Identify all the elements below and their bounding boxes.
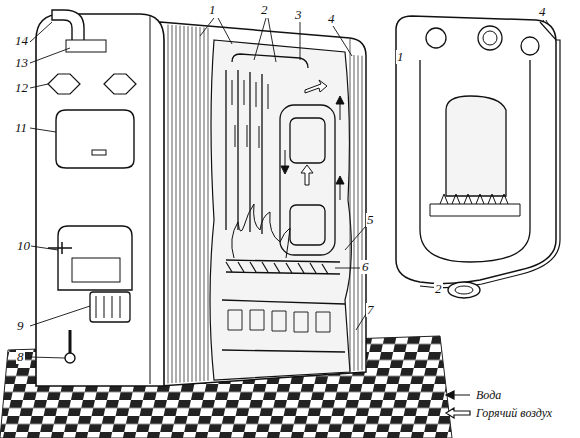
section-line bbox=[200, 27, 201, 381]
section-line bbox=[168, 25, 169, 384]
section-line bbox=[192, 26, 193, 381]
section-line bbox=[350, 39, 351, 371]
section-lines bbox=[350, 39, 362, 371]
flames bbox=[232, 204, 290, 258]
callout-number: 2 bbox=[434, 282, 443, 296]
callout-number: 11 bbox=[14, 121, 28, 135]
callout-number: 6 bbox=[361, 260, 370, 274]
water-channels bbox=[222, 54, 345, 352]
legend-sample bbox=[444, 389, 472, 401]
section-line bbox=[184, 26, 185, 383]
loading-door bbox=[56, 110, 134, 168]
callout-number: 1 bbox=[396, 50, 405, 64]
section-line bbox=[358, 55, 359, 370]
section-line bbox=[196, 27, 197, 382]
callout-number: 12 bbox=[14, 81, 29, 95]
drain-pipe bbox=[69, 330, 72, 356]
callout-number: 7 bbox=[366, 303, 375, 317]
grate-shaker bbox=[90, 292, 130, 322]
callout-number: 13 bbox=[14, 56, 29, 70]
section-line bbox=[176, 25, 177, 383]
callout-number: 4 bbox=[327, 12, 336, 26]
front-panel bbox=[36, 14, 164, 386]
callout-number: 3 bbox=[294, 8, 303, 22]
callout-number: 8 bbox=[16, 350, 25, 364]
cleaning-plate bbox=[48, 74, 80, 94]
callout-number: 1 bbox=[208, 3, 217, 17]
callout-number: 10 bbox=[16, 239, 31, 253]
door-latch bbox=[48, 242, 72, 254]
air-damper bbox=[72, 258, 120, 282]
callout-number: 9 bbox=[16, 319, 25, 333]
flow-arrows bbox=[281, 96, 344, 200]
air-arrows bbox=[301, 80, 327, 185]
callout-number: 2 bbox=[260, 3, 269, 17]
shaker-teeth bbox=[96, 296, 120, 318]
section-line bbox=[204, 27, 205, 381]
section-line bbox=[362, 56, 363, 371]
panel-edge bbox=[150, 16, 151, 384]
callout-number: 5 bbox=[366, 213, 375, 227]
section-line bbox=[172, 25, 173, 383]
callout-number: 4 bbox=[538, 5, 547, 19]
legend-text: Вода bbox=[476, 388, 501, 402]
ash-door bbox=[58, 226, 132, 290]
flue-pipe bbox=[52, 10, 84, 42]
cutaway bbox=[210, 40, 351, 380]
section-line bbox=[188, 26, 189, 382]
flue-flange bbox=[66, 40, 106, 52]
cleaning-plate bbox=[104, 74, 136, 94]
section-lines bbox=[168, 25, 208, 384]
section-line bbox=[208, 28, 209, 381]
drain-valve bbox=[65, 353, 75, 363]
section-line bbox=[354, 55, 355, 371]
door-handle bbox=[92, 150, 106, 155]
legend-sample bbox=[444, 407, 472, 419]
single-section bbox=[396, 16, 560, 298]
fins bbox=[232, 80, 268, 148]
ash-chamber bbox=[228, 310, 330, 332]
callout-number: 14 bbox=[14, 34, 29, 48]
boiler-body bbox=[160, 22, 366, 386]
grate bbox=[226, 262, 328, 274]
legend-text: Горячий воздух bbox=[476, 406, 552, 420]
section-line bbox=[180, 26, 181, 383]
